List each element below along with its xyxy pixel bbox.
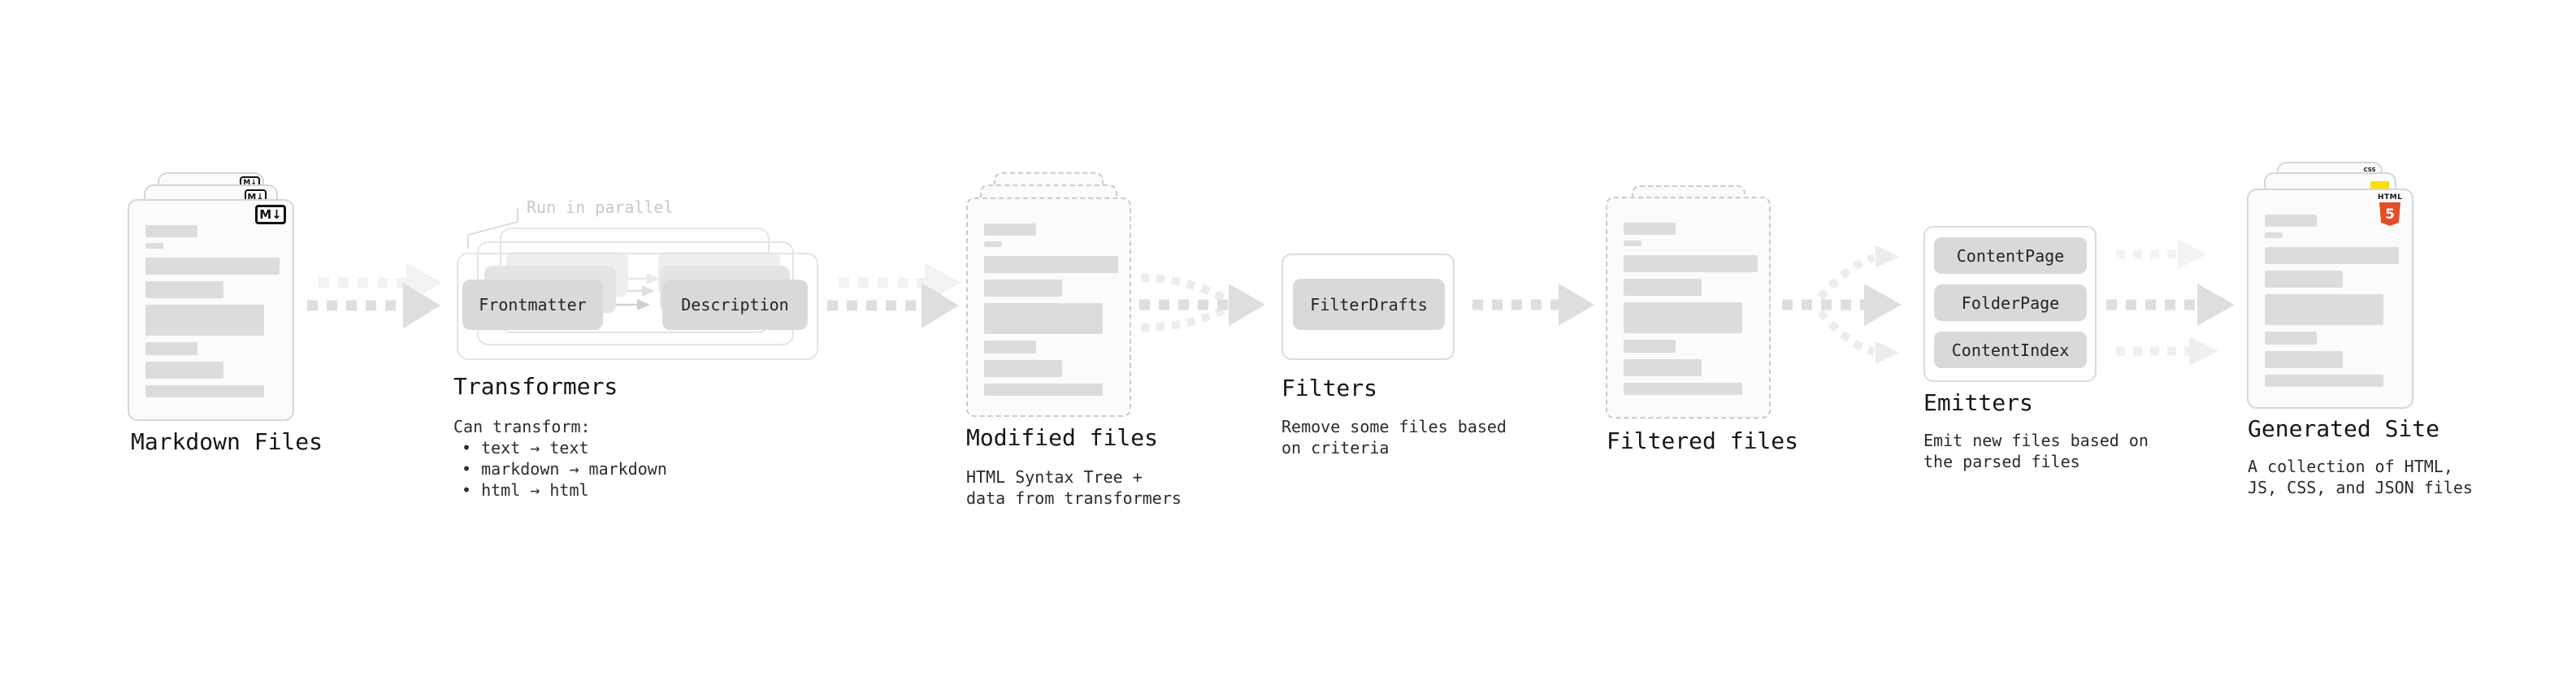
arrow-emitters-to-site-bottom <box>2116 336 2218 366</box>
markdown-icon: M↓ <box>255 205 286 224</box>
filtered-file-card-front <box>1606 197 1771 419</box>
frontmatter-box: Frontmatter <box>462 280 603 330</box>
modified-files-description: HTML Syntax Tree + data from transformer… <box>966 467 1182 508</box>
stage-label-generated-site: Generated Site <box>2248 415 2440 442</box>
arrow-filters-to-filtered <box>1472 284 1594 326</box>
arrow-emitters-to-site-middle <box>2106 284 2235 326</box>
html5-icon: HTML 5 <box>2378 193 2402 226</box>
stage-label-filtered-files: Filtered files <box>1607 427 1799 454</box>
emitters-description: Emit new files based on the parsed files <box>1923 431 2149 471</box>
run-in-parallel-annotation: Run in parallel <box>527 197 674 217</box>
stage-label-markdown-files: Markdown Files <box>131 428 323 455</box>
contentindex-box: ContentIndex <box>1934 332 2087 368</box>
transformers-description: Can transform: • text → text • markdown … <box>453 417 667 500</box>
stage-label-transformers: Transformers <box>453 373 618 400</box>
markdown-file-card-front: M↓ <box>128 199 294 421</box>
document-content-placeholder <box>1607 198 1769 417</box>
stage-label-modified-files: Modified files <box>966 424 1159 451</box>
site-file-card-html: HTML 5 <box>2247 189 2413 409</box>
stage-label-emitters: Emitters <box>1923 389 2033 416</box>
contentpage-box: ContentPage <box>1934 237 2087 274</box>
transformer-container-front <box>457 253 818 360</box>
annotation-leader-line <box>467 208 518 249</box>
arrow-markdown-to-transformers <box>307 262 442 328</box>
description-box: Description <box>662 280 808 330</box>
js-icon <box>2370 181 2389 189</box>
arrow-frontmatter-to-description <box>611 273 660 310</box>
stage-label-filters: Filters <box>1281 375 1378 401</box>
arrow-transformers-to-modified <box>827 262 961 328</box>
document-content-placeholder <box>968 199 1130 415</box>
document-content-placeholder <box>129 201 293 419</box>
filterdrafts-box: FilterDrafts <box>1293 279 1445 330</box>
arrow-emitters-to-site-top <box>2116 240 2207 269</box>
modified-file-card-front <box>966 197 1131 417</box>
filters-description: Remove some files based on criteria <box>1281 417 1507 458</box>
document-content-placeholder <box>2249 190 2412 407</box>
arrow-modified-to-filters <box>1139 274 1265 332</box>
arrow-filtered-to-emitters <box>1782 245 1902 364</box>
folderpage-box: FolderPage <box>1934 284 2087 321</box>
generated-site-description: A collection of HTML, JS, CSS, and JSON … <box>2248 457 2473 497</box>
html5-shield: 5 <box>2379 202 2400 226</box>
